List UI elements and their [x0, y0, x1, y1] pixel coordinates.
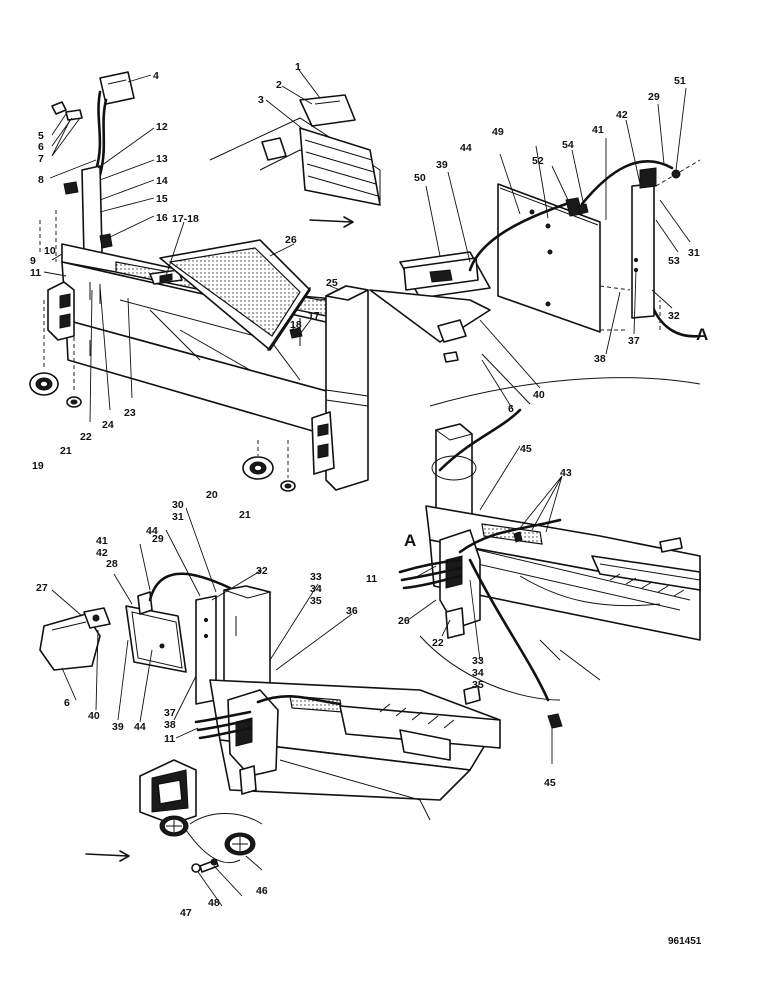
callout-40b: 40 — [533, 389, 545, 401]
number-plate-bracket-group — [261, 94, 381, 206]
view-marker-a-bottom: A — [404, 531, 416, 550]
callout-45b: 45 — [544, 777, 556, 789]
callout-19: 19 — [32, 460, 44, 472]
callout-44c: 44 — [460, 142, 472, 154]
callout-54: 54 — [562, 139, 574, 151]
callout-52: 52 — [532, 155, 544, 167]
callout-2: 2 — [276, 79, 282, 91]
callout-8: 8 — [38, 174, 44, 186]
callout-33a: 33 — [310, 571, 322, 583]
callout-20: 20 — [206, 489, 218, 501]
callout-21b: 21 — [239, 509, 251, 521]
chassis-rear-left — [39, 572, 501, 873]
callout-47: 47 — [180, 907, 192, 919]
callout-37a: 37 — [164, 707, 176, 719]
callout-6b: 6 — [64, 697, 70, 709]
callout-17-18: 17-18 — [172, 213, 199, 225]
callout-23: 23 — [124, 407, 136, 419]
callout-1: 1 — [295, 61, 301, 73]
cover-plate — [159, 239, 311, 351]
callout-44a: 44 — [146, 525, 158, 537]
callout-10: 10 — [44, 245, 56, 257]
callout-41b: 41 — [592, 124, 604, 136]
callout-6c: 6 — [508, 403, 514, 415]
callout-43: 43 — [560, 467, 572, 479]
chassis-rear-right — [398, 408, 701, 729]
callout-34a: 34 — [310, 583, 322, 595]
callout-16: 16 — [156, 212, 168, 224]
callout-5: 5 — [38, 130, 44, 142]
callout-12: 12 — [156, 121, 168, 133]
callout-53: 53 — [668, 255, 680, 267]
number-plate-lamp-assembly — [369, 159, 702, 407]
callout-42a: 42 — [96, 547, 108, 559]
callout-26a: 26 — [285, 234, 297, 246]
callout-25: 25 — [326, 277, 338, 289]
callout-13: 13 — [156, 153, 168, 165]
callout-39a: 39 — [112, 721, 124, 733]
callout-39b: 39 — [436, 159, 448, 171]
callout-31a: 31 — [172, 511, 184, 523]
callout-46: 46 — [256, 885, 268, 897]
callout-15: 15 — [156, 193, 168, 205]
callout-26b: 26 — [398, 615, 410, 627]
callout-18: 18 — [290, 319, 302, 331]
callout-35a: 35 — [310, 595, 322, 607]
callout-50: 50 — [414, 172, 426, 184]
callout-14: 14 — [156, 175, 168, 187]
drawing-number: 961451 — [668, 936, 702, 947]
callout-31b: 31 — [688, 247, 700, 259]
callout-7: 7 — [38, 153, 44, 165]
direction-arrow — [85, 850, 130, 862]
callout-37b: 37 — [628, 335, 640, 347]
callout-29b: 29 — [648, 91, 660, 103]
callout-27: 27 — [36, 582, 48, 594]
callout-48: 48 — [208, 897, 220, 909]
grommet-21a — [66, 396, 82, 408]
callout-9: 9 — [30, 255, 36, 267]
callout-44b: 44 — [134, 721, 146, 733]
view-marker-a-top: A — [696, 325, 708, 344]
callout-11: 11 — [30, 267, 41, 279]
callout-33b: 33 — [472, 655, 484, 667]
callout-45a: 45 — [520, 443, 532, 455]
callout-3: 3 — [258, 94, 264, 106]
callout-36: 36 — [346, 605, 358, 617]
callout-42b: 42 — [616, 109, 628, 121]
callout-21a: 21 — [60, 445, 72, 457]
callout-11b: 11 — [164, 733, 175, 745]
callout-38b: 38 — [594, 353, 606, 365]
callout-35b: 35 — [472, 679, 484, 691]
callout-17: 17 — [308, 310, 320, 322]
leader-lines — [43, 69, 691, 907]
callout-22b: 22 — [432, 637, 444, 649]
callout-51: 51 — [674, 75, 686, 87]
callout-labels: 1 2 3 4 5 6 7 8 9 10 11 12 13 14 15 16 1… — [30, 61, 708, 947]
callout-6: 6 — [38, 141, 44, 153]
callout-34b: 34 — [472, 667, 484, 679]
callout-49: 49 — [492, 126, 504, 138]
rear-light-bar-assembly — [29, 71, 381, 492]
callout-40a: 40 — [88, 710, 100, 722]
side-marker-lamp-20 — [242, 456, 274, 480]
lamp-unit — [51, 71, 135, 177]
callout-28: 28 — [106, 558, 118, 570]
side-marker-lamp-19 — [29, 372, 59, 396]
callout-32a: 32 — [256, 565, 268, 577]
callout-32b: 32 — [668, 310, 680, 322]
callout-24: 24 — [102, 419, 114, 431]
direction-arrow — [309, 216, 354, 228]
grommet-21b — [280, 480, 296, 492]
callout-11c: 11 — [366, 573, 377, 585]
callout-22a: 22 — [80, 431, 92, 443]
callout-38a: 38 — [164, 719, 176, 731]
callout-4: 4 — [153, 70, 159, 82]
callout-29a: 29 — [152, 533, 164, 545]
callout-30: 30 — [172, 499, 184, 511]
callout-41a: 41 — [96, 535, 108, 547]
